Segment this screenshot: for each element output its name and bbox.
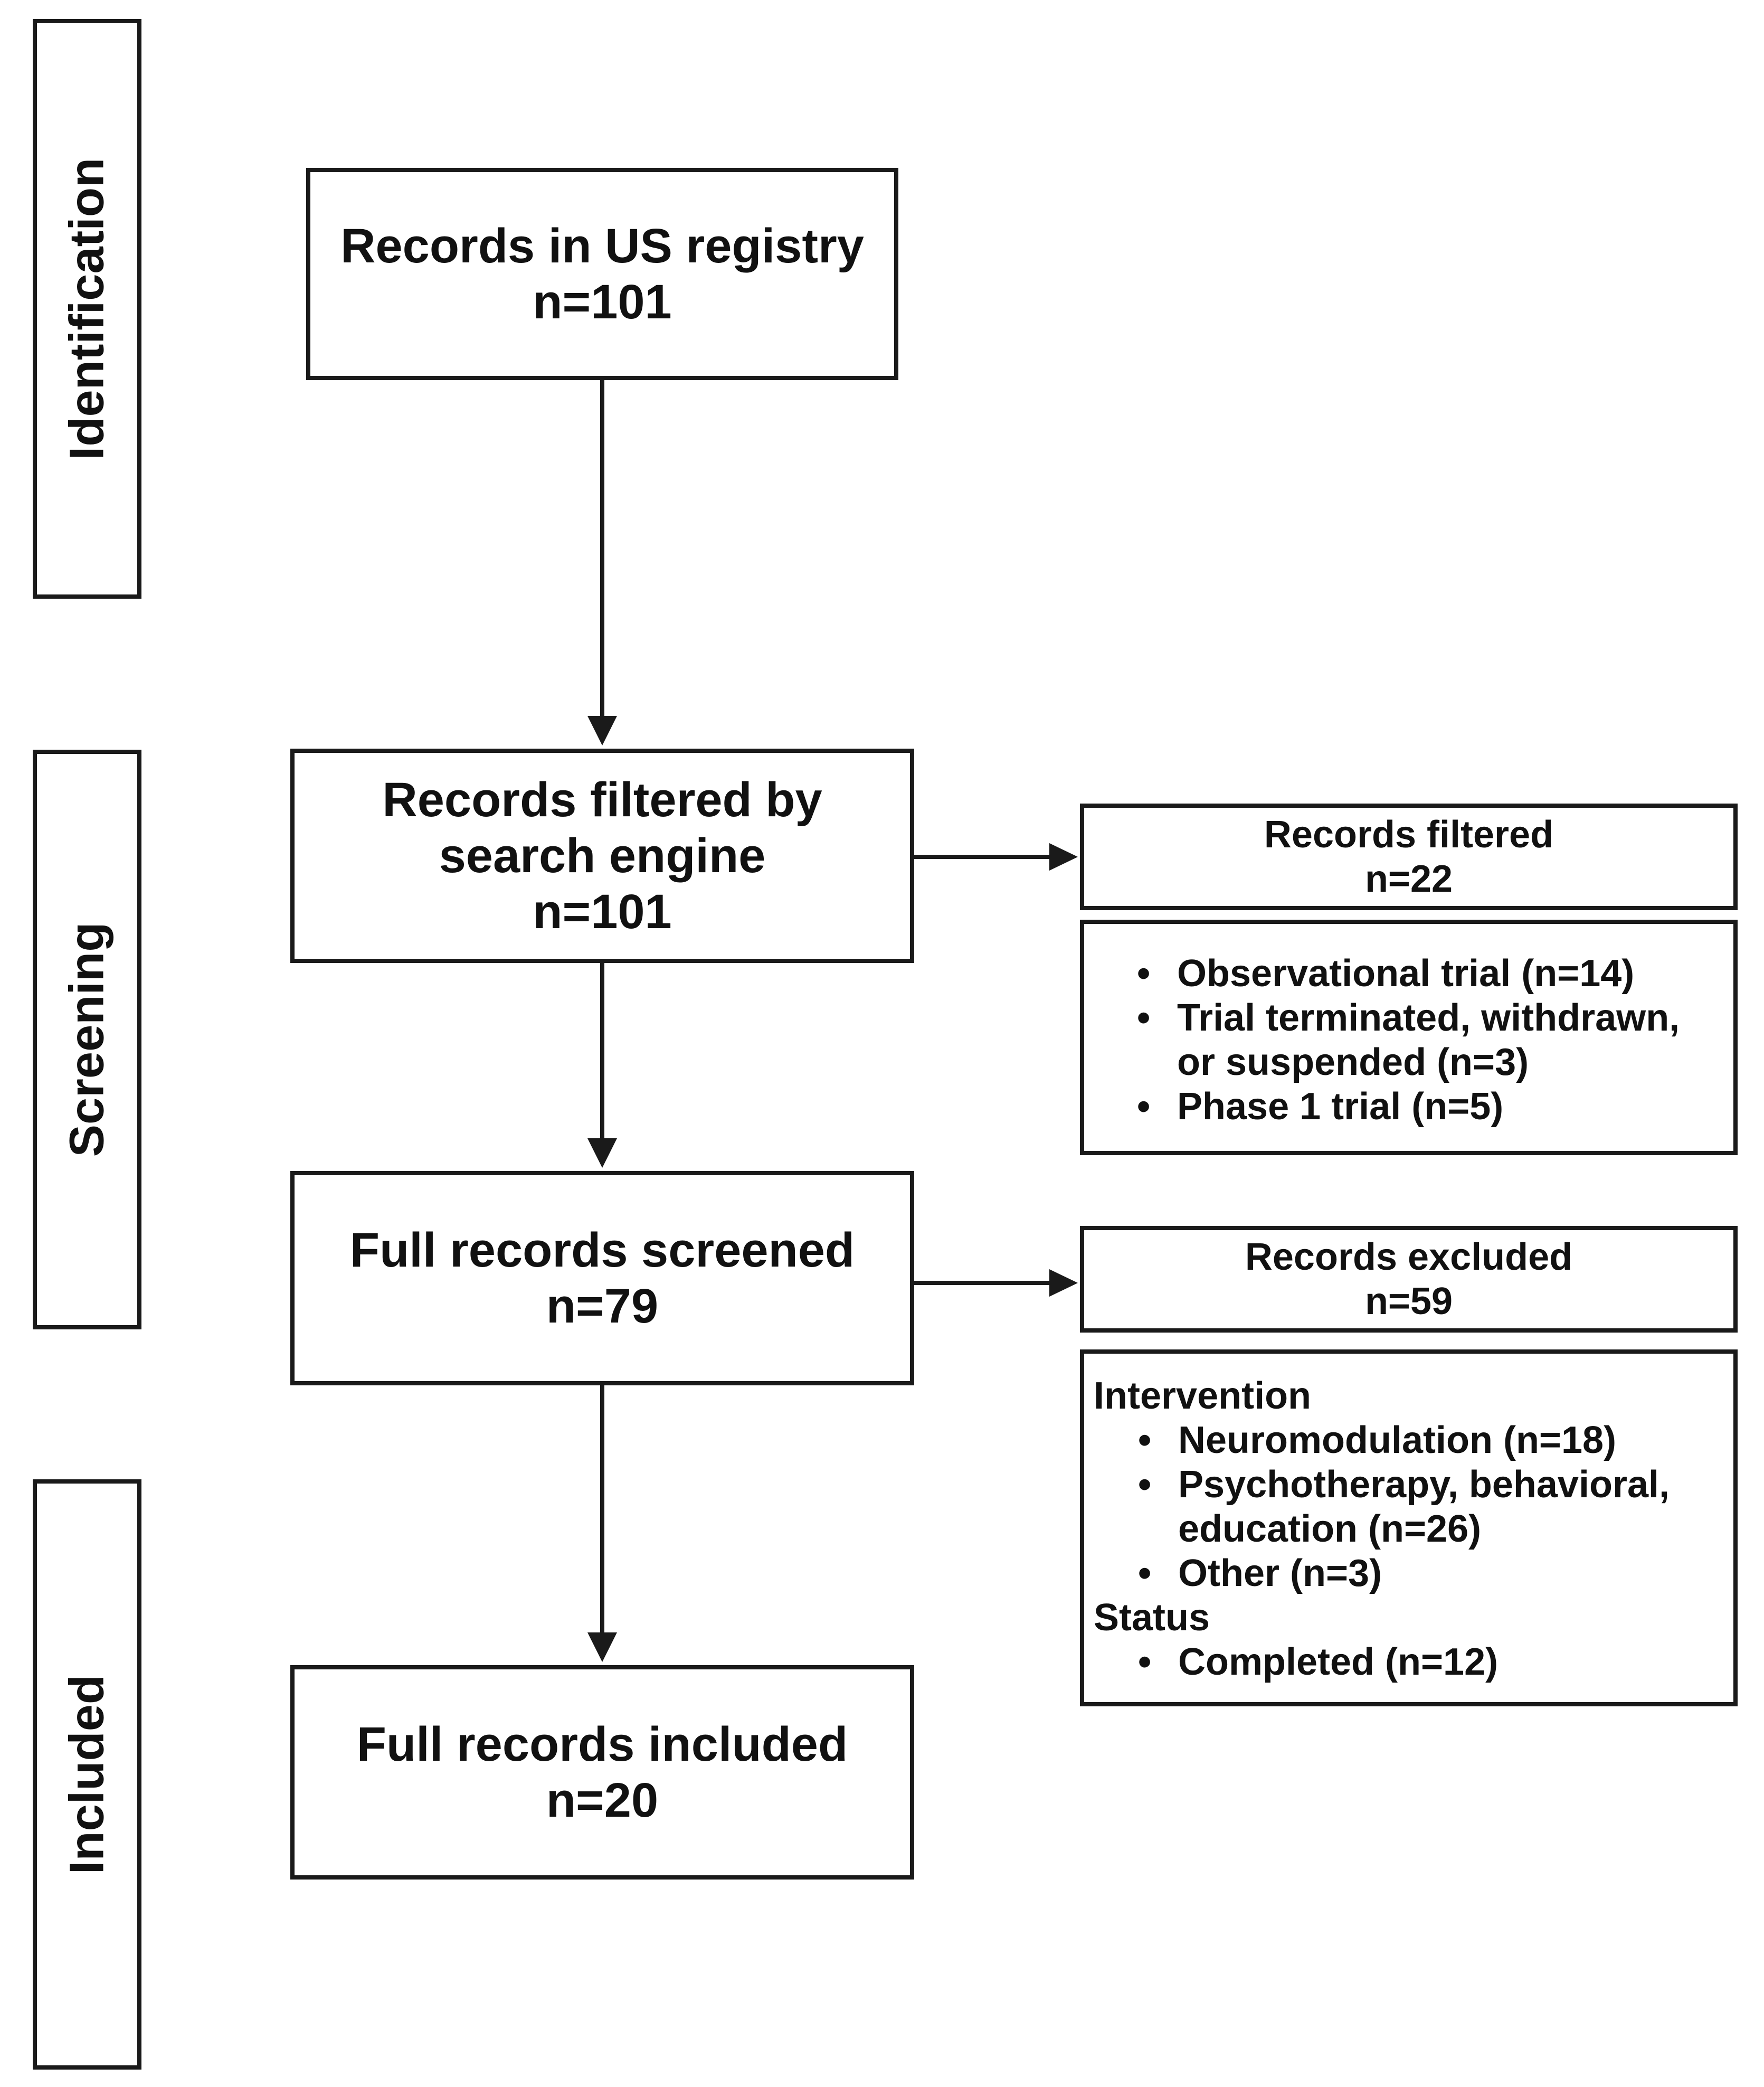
records-excluded-box: Records excluded n=59 (1080, 1226, 1738, 1333)
records-excluded-title: Records excluded (1245, 1236, 1573, 1278)
intervention-continuation: education (n=26) (1178, 1508, 1482, 1550)
stage-screening: Screening (33, 750, 141, 1329)
arrowhead-included (587, 1632, 617, 1662)
arrowhead-search (587, 716, 617, 745)
screened-count: n=79 (546, 1279, 659, 1333)
stage-included: Included (33, 1479, 141, 2070)
screened-box: Full records screened n=79 (290, 1171, 914, 1385)
status-item: Completed (n=12) (1138, 1640, 1712, 1684)
records-filtered-count: n=22 (1364, 858, 1453, 900)
records-filtered-title: Records filtered (1264, 814, 1554, 856)
filtered-reason-item: Phase 1 trial (n=5) (1137, 1084, 1712, 1129)
records-excluded-count: n=59 (1364, 1280, 1453, 1323)
arrowhead-screened (587, 1138, 617, 1168)
registry-box: Records in US registry n=101 (306, 168, 898, 380)
records-filtered-box: Records filtered n=22 (1080, 804, 1738, 910)
search-filter-title-line2: search engine (439, 829, 766, 883)
included-title: Full records included (356, 1717, 848, 1771)
search-filter-box: Records filtered by search engine n=101 (290, 749, 914, 963)
status-label: Status (1094, 1597, 1210, 1639)
registry-count: n=101 (533, 275, 672, 329)
search-filter-title-line1: Records filtered by (382, 773, 822, 827)
filtered-reasons-box: Observational trial (n=14) Trial termina… (1080, 920, 1738, 1155)
filtered-reason-item: Trial terminated, withdrawn, (1137, 996, 1712, 1040)
screened-title: Full records screened (349, 1223, 855, 1277)
registry-title: Records in US registry (340, 219, 864, 273)
filtered-reason-item: Observational trial (n=14) (1137, 951, 1712, 996)
arrowhead-excluded (1049, 1269, 1078, 1297)
stage-identification: Identification (33, 19, 141, 599)
filtered-reason-continuation: or suspended (n=3) (1177, 1041, 1529, 1083)
arrowhead-filtered (1049, 843, 1078, 871)
included-count: n=20 (546, 1773, 659, 1827)
intervention-item: Other (n=3) (1138, 1551, 1712, 1595)
intervention-item: Psychotherapy, behavioral, (1138, 1462, 1712, 1507)
excluded-reasons-box: Intervention Neuromodulation (n=18) Psyc… (1080, 1349, 1738, 1706)
intervention-item: Neuromodulation (n=18) (1138, 1418, 1712, 1462)
intervention-label: Intervention (1094, 1375, 1312, 1417)
search-filter-count: n=101 (533, 885, 672, 939)
included-box: Full records included n=20 (290, 1665, 914, 1880)
